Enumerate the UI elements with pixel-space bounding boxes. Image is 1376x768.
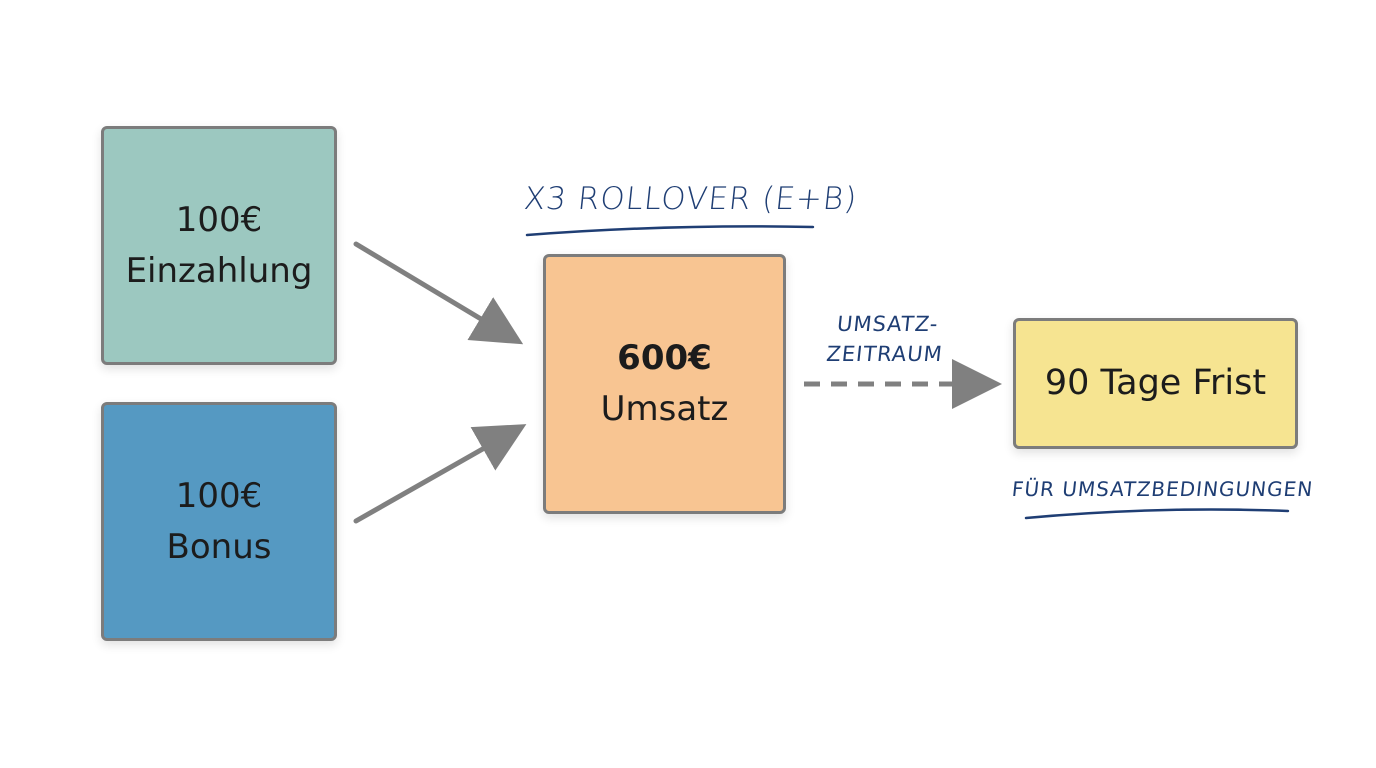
arrow-bonus-to-turnover xyxy=(353,424,527,524)
period-annotation-line1: UMSATZ- xyxy=(835,312,940,336)
deadline-label: 90 Tage Frist xyxy=(1044,363,1267,404)
deposit-label: Einzahlung xyxy=(125,250,313,291)
bonus-amount: 100€ xyxy=(175,475,263,516)
period-annotation-line2: ZEITRAUM xyxy=(825,342,944,367)
arrow-deposit-to-turnover xyxy=(353,241,524,345)
terms-annotation: FÜR UMSATZBEDINGUNGEN xyxy=(1010,477,1315,501)
turnover-label: Umsatz xyxy=(600,389,729,429)
terms-underline xyxy=(1024,508,1290,520)
bonus-node: 100€ Bonus xyxy=(101,402,337,641)
deposit-node: 100€ Einzahlung xyxy=(101,126,337,365)
rollover-underline xyxy=(525,225,815,237)
period-annotation: UMSATZ- ZEITRAUM xyxy=(825,309,948,370)
deadline-node: 90 Tage Frist xyxy=(1013,318,1298,449)
bonus-label: Bonus xyxy=(166,526,272,567)
turnover-node: 600€ Umsatz xyxy=(543,254,786,514)
turnover-amount: 600€ xyxy=(617,338,712,378)
deposit-amount: 100€ xyxy=(175,199,263,240)
rollover-annotation: X3 ROLLOVER (E+B) xyxy=(522,181,860,217)
